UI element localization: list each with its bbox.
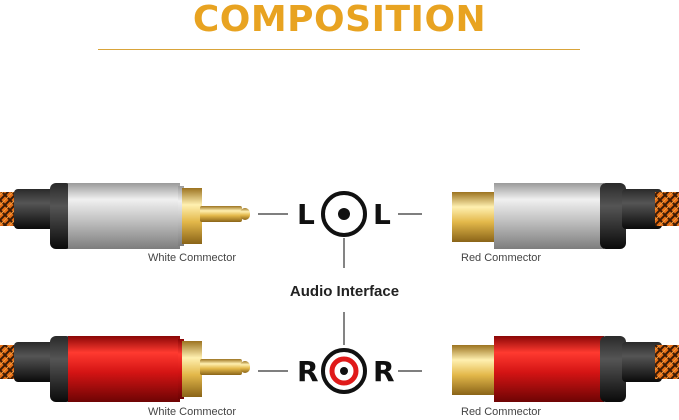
channel-right-label-right: R — [373, 357, 395, 387]
white-male-plug-top — [0, 183, 250, 249]
white-female-socket-top — [452, 183, 679, 249]
top-male-caption: White Commector — [148, 252, 236, 264]
channel-left-label-right: L — [373, 200, 391, 230]
channel-right-label: R — [297, 357, 319, 387]
red-male-plug-bottom — [0, 336, 250, 402]
bottom-male-caption: White Commector — [148, 406, 236, 418]
red-female-socket-bottom — [452, 336, 679, 402]
bottom-female-caption: Red Commector — [461, 406, 541, 418]
channel-left-label: L — [297, 200, 315, 230]
left-jack-icon — [323, 193, 365, 235]
audio-interface-label: Audio Interface — [0, 283, 679, 300]
right-jack-icon — [323, 350, 365, 392]
top-female-caption: Red Commector — [461, 252, 541, 264]
